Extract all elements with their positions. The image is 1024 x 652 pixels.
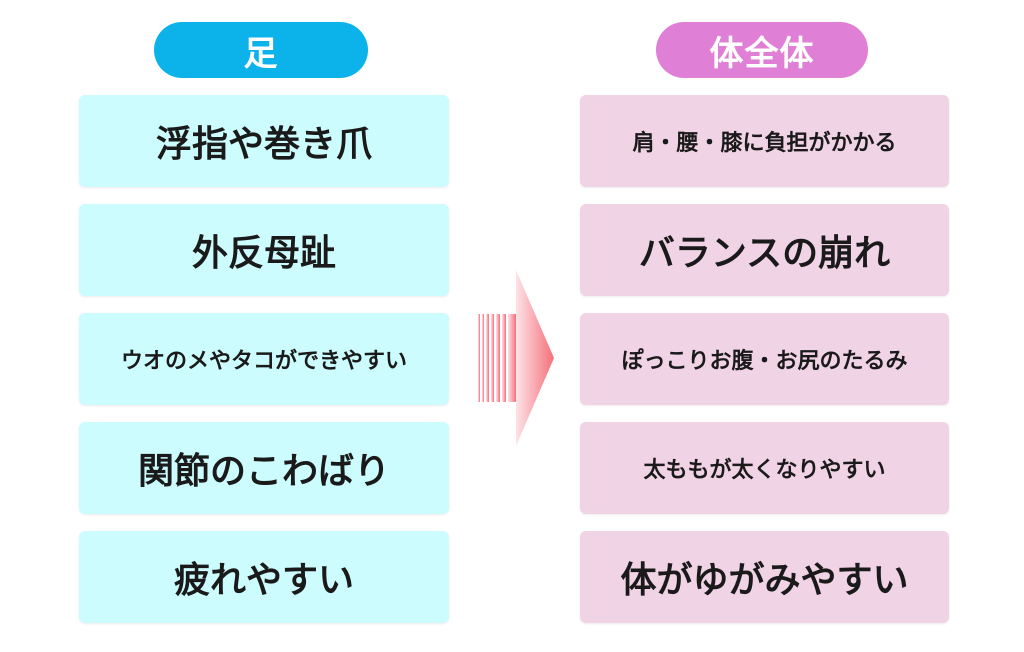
- left-item-corns-calluses: ウオのメやタコができやすい: [79, 313, 449, 405]
- right-item-joint-strain: 肩・腰・膝に負担がかかる: [580, 95, 949, 187]
- right-item-belly-hips: ぽっこりお腹・お尻のたるみ: [580, 313, 949, 405]
- left-header: 足: [154, 22, 368, 78]
- right-item-thighs: 太ももが太くなりやすい: [580, 422, 949, 514]
- right-header: 体全体: [656, 22, 868, 78]
- left-item-joint-stiffness: 関節のこわばり: [79, 422, 449, 514]
- right-arrow-icon: [478, 270, 554, 446]
- left-item-gaihanboshi: 外反母趾: [79, 204, 449, 296]
- left-item-ukiyubi: 浮指や巻き爪: [79, 95, 449, 187]
- right-item-balance-loss: バランスの崩れ: [580, 204, 949, 296]
- left-item-fatigue: 疲れやすい: [79, 531, 449, 623]
- right-item-body-distortion: 体がゆがみやすい: [580, 531, 949, 623]
